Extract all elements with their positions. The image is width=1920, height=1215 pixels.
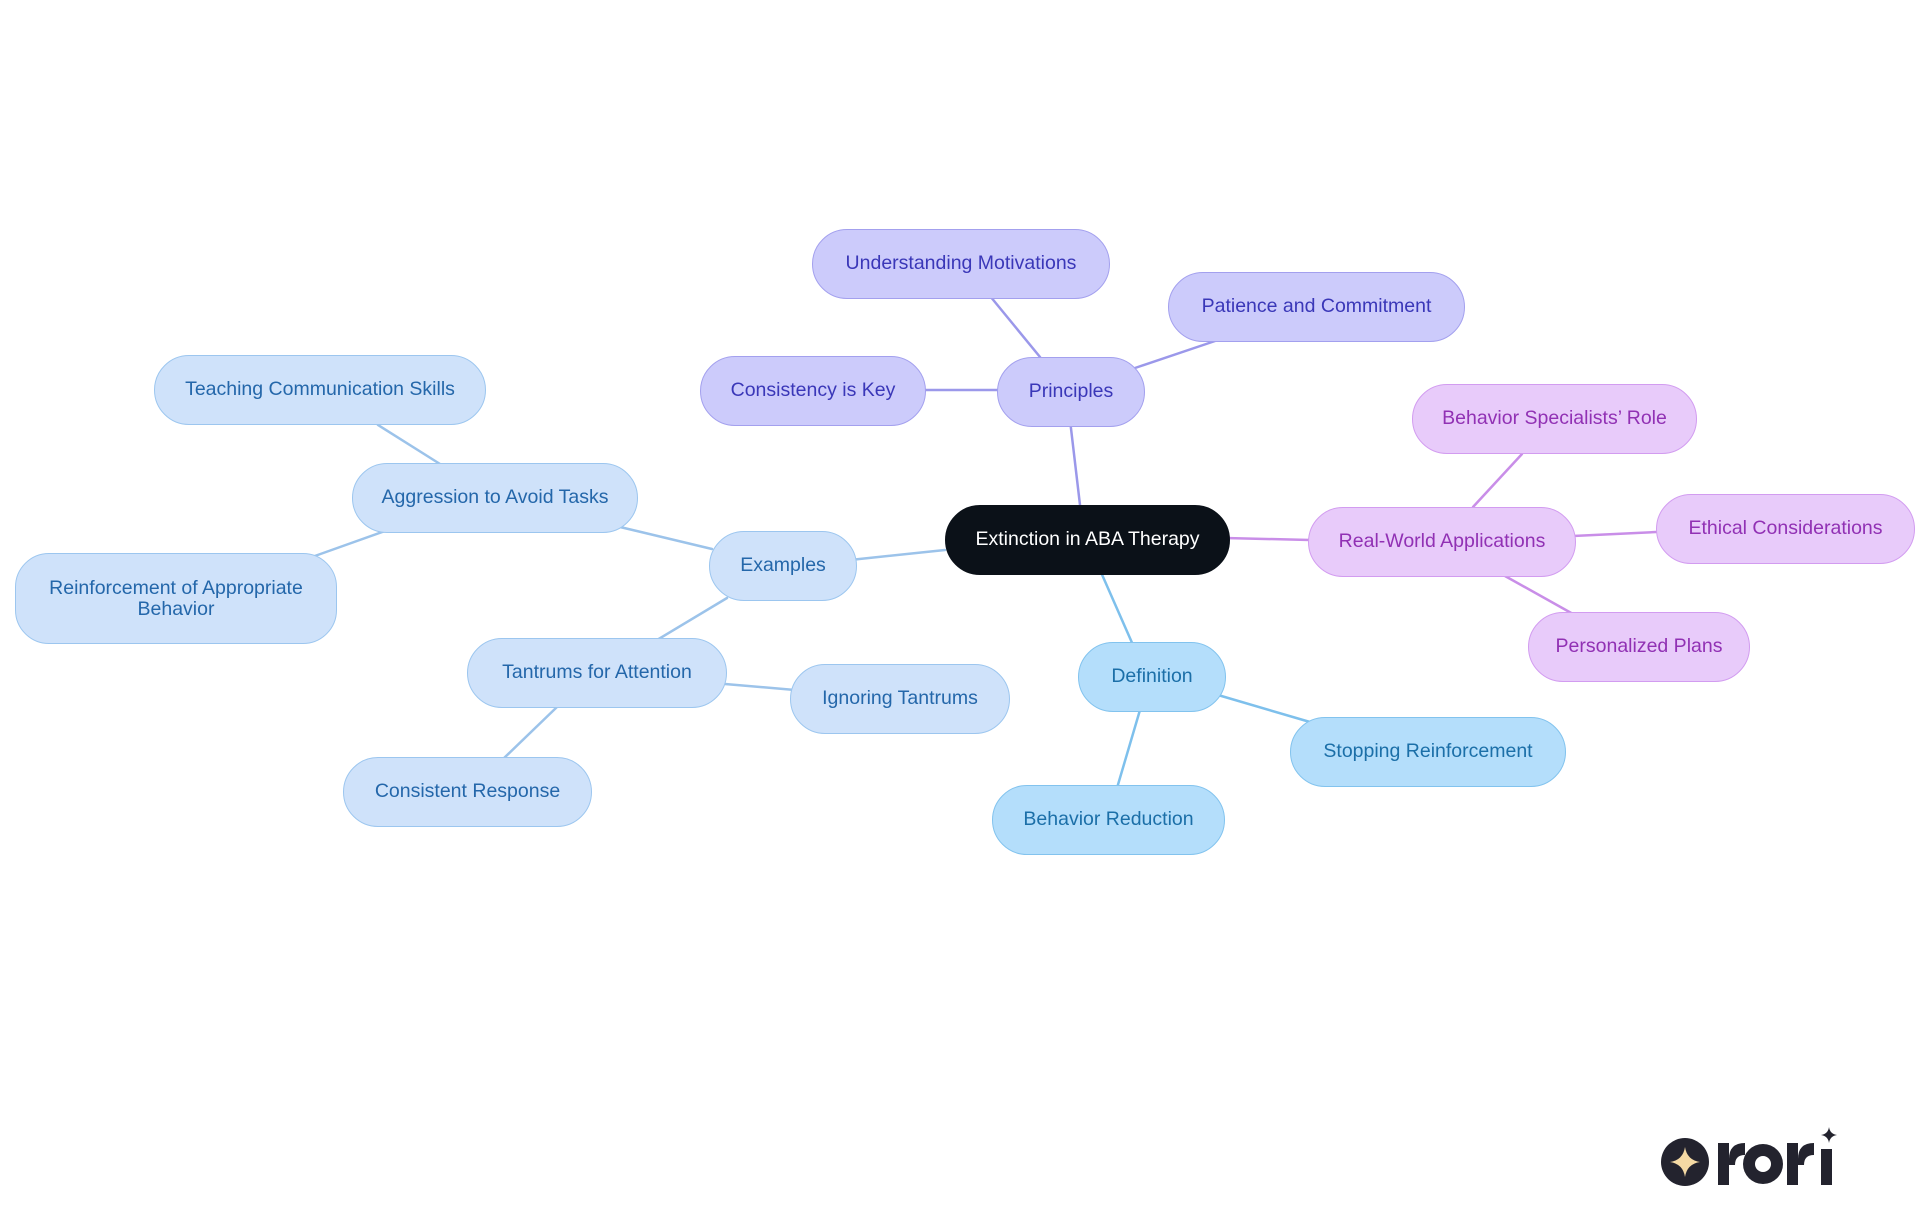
edge-real-world-ethical [1571,530,1658,538]
edge-real-world-personalized [1503,574,1575,616]
behavior-specialists-role-node[interactable]: Behavior Specialists’ Role [1412,384,1697,454]
stopping-reinforcement-node[interactable]: Stopping Reinforcement [1290,717,1566,787]
edge-real-world-specialists [1471,452,1524,509]
ethical-considerations-node[interactable]: Ethical Considerations [1656,494,1915,564]
edge-root-principles [1068,418,1082,507]
edge-root-definition [1098,568,1135,647]
consistent-response-node[interactable]: Consistent Response [343,757,592,827]
personalized-plans-node[interactable]: Personalized Plans [1528,612,1750,682]
central-topic-node[interactable]: Extinction in ABA Therapy [945,505,1230,575]
real-world-applications-node[interactable]: Real-World Applications [1308,507,1576,577]
tantrums-attention-node[interactable]: Tantrums for Attention [467,638,727,708]
behavior-reduction-node[interactable]: Behavior Reduction [992,785,1225,855]
edge-root-examples [848,548,947,562]
edge-tantrums-consistent [500,704,560,762]
understanding-motivations-node[interactable]: Understanding Motivations [812,229,1110,299]
consistency-is-key-node[interactable]: Consistency is Key [700,356,926,426]
aggression-avoid-tasks-node[interactable]: Aggression to Avoid Tasks [352,463,638,533]
edge-examples-aggression [618,525,714,551]
sparkle-icon [1661,1138,1709,1186]
ignoring-tantrums-node[interactable]: Ignoring Tantrums [790,664,1010,734]
edge-aggression-teaching [376,423,442,466]
rori-wordmark [1718,1127,1837,1185]
edge-root-real-world [1223,536,1312,542]
edge-principles-understanding [988,294,1042,359]
edge-examples-tantrums [655,596,729,642]
rori-logo [1661,1127,1837,1186]
principles-node[interactable]: Principles [997,357,1145,427]
edge-definition-stopping [1216,693,1312,724]
teaching-communication-skills-node[interactable]: Teaching Communication Skills [154,355,486,425]
edge-tantrums-ignoring [723,682,797,692]
definition-node[interactable]: Definition [1078,642,1226,712]
reinforcement-appropriate-behavior-node[interactable]: Reinforcement of Appropriate Behavior [15,553,337,644]
edge-definition-behavior-reduction [1115,708,1142,790]
edge-aggression-reinforcement [310,529,387,559]
examples-node[interactable]: Examples [709,531,857,601]
edge-principles-patience [1133,338,1220,370]
patience-commitment-node[interactable]: Patience and Commitment [1168,272,1465,342]
